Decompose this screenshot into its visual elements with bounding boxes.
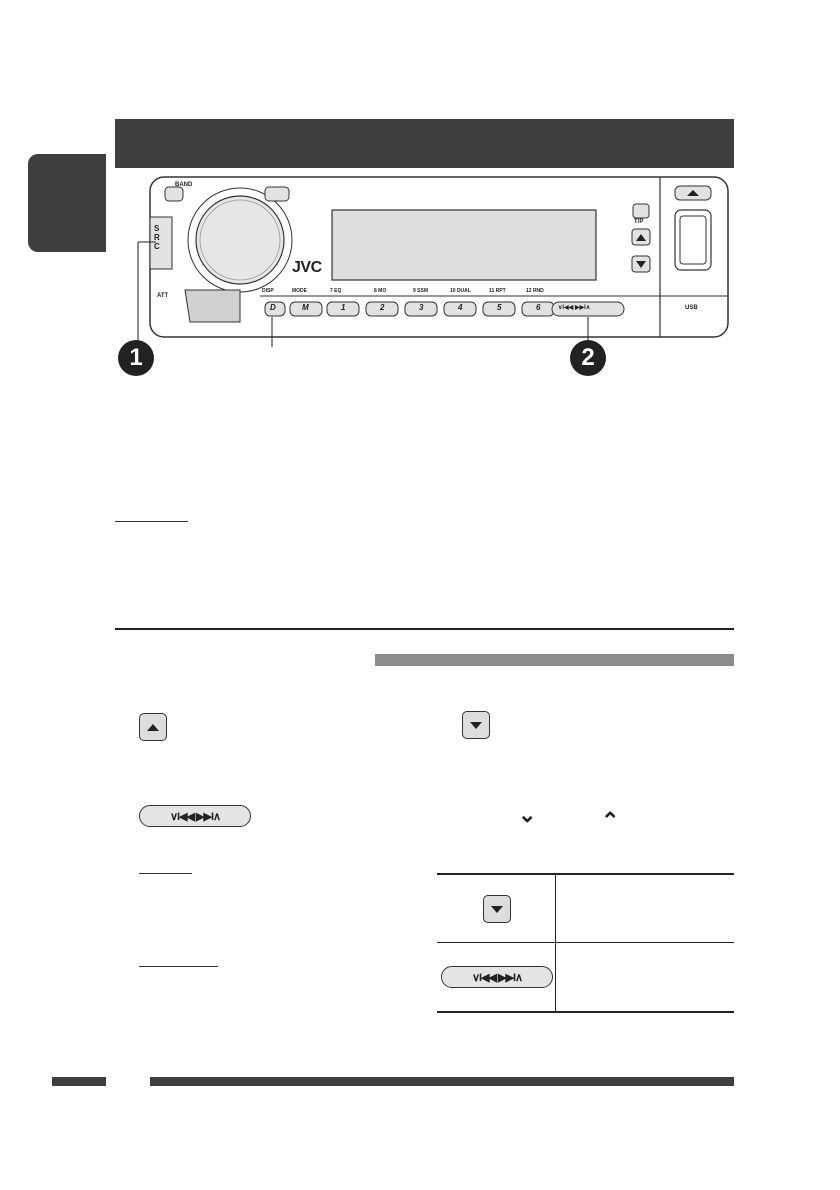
src-label: SRC xyxy=(154,224,160,251)
down-button-icon xyxy=(462,711,490,739)
brand-logo: JVC xyxy=(292,259,322,276)
preset-label-1: 7 EQ xyxy=(330,288,342,294)
section-divider xyxy=(115,628,734,630)
table-down-button-icon xyxy=(483,895,511,923)
preset-button-2: 2 xyxy=(380,303,385,312)
preset-label-5: 11 RPT xyxy=(489,288,506,294)
column-heading-bar xyxy=(375,654,734,666)
preset-button-6: 6 xyxy=(536,303,541,312)
disp-label: DISP xyxy=(262,288,274,294)
att-label: ATT xyxy=(157,293,169,299)
skip-rocker-text: ∨I◀◀ ▶▶I∧ xyxy=(169,810,221,823)
detach-button xyxy=(184,289,241,323)
preset-button-4: 4 xyxy=(458,303,463,312)
d-button-label: D xyxy=(270,303,276,312)
src-button xyxy=(149,216,173,270)
skip-rocker xyxy=(551,301,625,317)
note-underline-2 xyxy=(139,966,218,967)
up-button-icon xyxy=(139,713,167,741)
m-button-label: M xyxy=(302,303,309,312)
preset-label-3: 9 SSM xyxy=(413,288,429,294)
note-underline-1 xyxy=(139,873,192,874)
callout-1: 1 xyxy=(118,340,154,376)
preset-button-1: 1 xyxy=(341,303,346,312)
preset-button-3: 3 xyxy=(419,303,424,312)
table-column-rule xyxy=(555,873,556,1013)
band-label: BAND xyxy=(175,182,193,188)
tp-label: T/P xyxy=(634,219,644,225)
skip-rocker-label: ∨I◀◀ ▶▶I∧ xyxy=(558,305,591,311)
table-bottom-rule xyxy=(437,1011,734,1013)
table-top-rule xyxy=(437,873,734,875)
table-skip-rocker-icon: ∨I◀◀ ▶▶I∧ xyxy=(441,966,553,988)
skip-rocker-icon: ∨I◀◀ ▶▶I∧ xyxy=(139,805,251,827)
triangle-down-icon xyxy=(491,905,503,913)
volume-knob-icon xyxy=(195,195,285,285)
table-mid-rule xyxy=(437,942,734,943)
note-heading-underline xyxy=(115,521,188,522)
callout-2: 2 xyxy=(570,340,606,376)
language-side-tab xyxy=(28,154,106,252)
preset-label-6: 12 RND xyxy=(526,288,544,294)
chevron-down-icon: ⌄ xyxy=(518,802,537,827)
preset-button-5: 5 xyxy=(497,303,502,312)
tp-button xyxy=(632,203,650,219)
footer-page-tab xyxy=(52,1077,106,1086)
preset-label-2: 8 MO xyxy=(374,288,387,294)
section-header-bar xyxy=(115,119,734,168)
table-skip-rocker-text: ∨I◀◀ ▶▶I∧ xyxy=(471,971,523,984)
triangle-up-icon xyxy=(147,723,159,731)
preset-label-4: 10 DUAL xyxy=(450,288,471,294)
chevron-up-icon: ⌃ xyxy=(601,808,620,833)
footer-bar xyxy=(150,1077,734,1086)
usb-label: USB xyxy=(685,305,698,311)
display-panel xyxy=(331,209,597,281)
triangle-down-icon xyxy=(470,721,482,729)
car-receiver-illustration xyxy=(137,176,729,347)
mode-label: MODE xyxy=(292,288,307,294)
